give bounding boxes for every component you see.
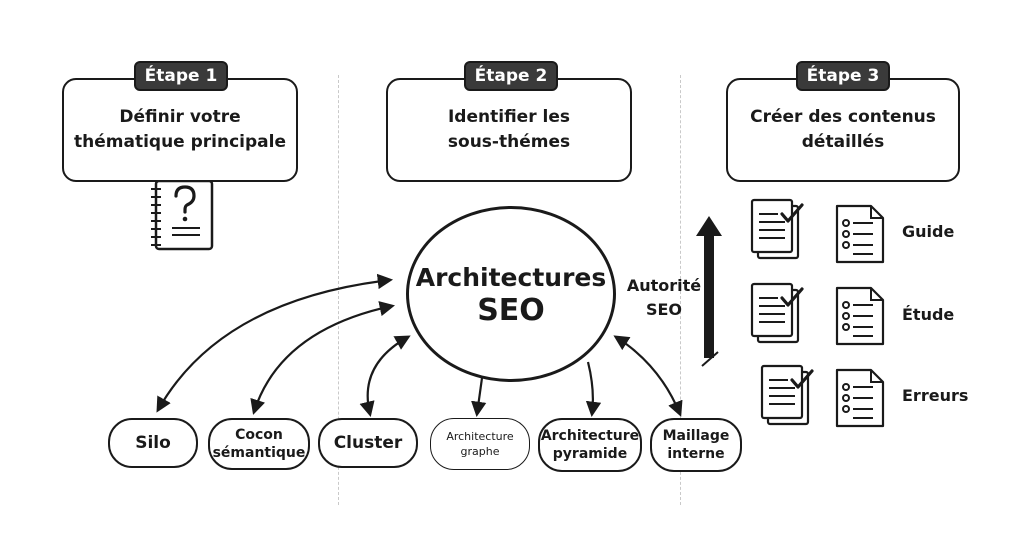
authority-line1: Autorité [626, 276, 702, 295]
notebook-question-icon [151, 179, 214, 251]
architecture-cocon-pill: Cocon sémantique [208, 418, 310, 470]
architecture-graphe-pill: Architecture graphe [430, 418, 530, 470]
content-erreurs-label: Erreurs [902, 386, 969, 405]
architecture-silo-pill: Silo [108, 418, 198, 468]
center-title-line1: Architectures [415, 263, 607, 292]
checklist-document-icon [835, 286, 885, 346]
arrow-silo [156, 273, 394, 413]
checked-document-stack-icon [750, 198, 804, 260]
authority-line2: SEO [645, 300, 683, 319]
step-1-box: Définir votre thématique principale [62, 78, 298, 182]
authority-seo-label: Autorité SEO [624, 274, 704, 322]
checklist-document-icon [835, 368, 885, 428]
pill-maillage-line1: Maillage [662, 428, 730, 444]
content-guide-label: Guide [902, 222, 955, 241]
step-2-box: Identifier les sous-thémes [386, 78, 632, 182]
checked-document-stack-icon [750, 282, 804, 344]
pill-maillage-line2: interne [667, 446, 725, 462]
arrow-cocon [250, 301, 396, 415]
step-3-text-line1: Créer des contenus [750, 107, 936, 127]
checklist-document-icon [835, 204, 885, 264]
arrow-pyramide [585, 361, 602, 418]
architecture-pyramide-pill: Architecture pyramide [538, 418, 642, 472]
step-2-text-line2: sous-thémes [447, 132, 571, 152]
center-title-line2: SEO [477, 293, 545, 328]
architecture-maillage-pill: Maillage interne [650, 418, 742, 472]
step-2-text-line1: Identifier les [447, 107, 570, 127]
content-etude-label: Étude [902, 305, 955, 324]
step-2-tag: Étape 2 [464, 61, 558, 91]
pill-silo-label: Silo [135, 433, 171, 453]
pill-cluster-label: Cluster [333, 433, 403, 453]
step-1-text-line2: thématique principale [74, 132, 287, 152]
arrow-maillage [613, 335, 683, 417]
arrow-cluster [359, 335, 411, 417]
pill-cocon-line2: sémantique [212, 445, 306, 461]
step-1-text-line1: Définir votre [119, 107, 241, 127]
pill-graphe-line2: graphe [460, 445, 500, 458]
step-3-text-line2: détaillés [801, 132, 885, 152]
pill-pyramide-line1: Architecture [540, 428, 640, 444]
up-arrow-icon [696, 216, 722, 367]
pill-graphe-line1: Architecture [446, 430, 514, 443]
step-3-tag: Étape 3 [796, 61, 890, 91]
architectures-seo-circle: Architectures SEO [406, 206, 616, 382]
step-3-box: Créer des contenus détaillés [726, 78, 960, 182]
pill-pyramide-line2: pyramide [552, 446, 628, 462]
step-1-tag: Étape 1 [134, 61, 228, 91]
pill-cocon-line1: Cocon [235, 427, 283, 443]
column-divider-2 [680, 75, 681, 505]
architecture-cluster-pill: Cluster [318, 418, 418, 468]
arrow-graphe [471, 377, 487, 418]
checked-document-stack-icon [760, 364, 814, 426]
